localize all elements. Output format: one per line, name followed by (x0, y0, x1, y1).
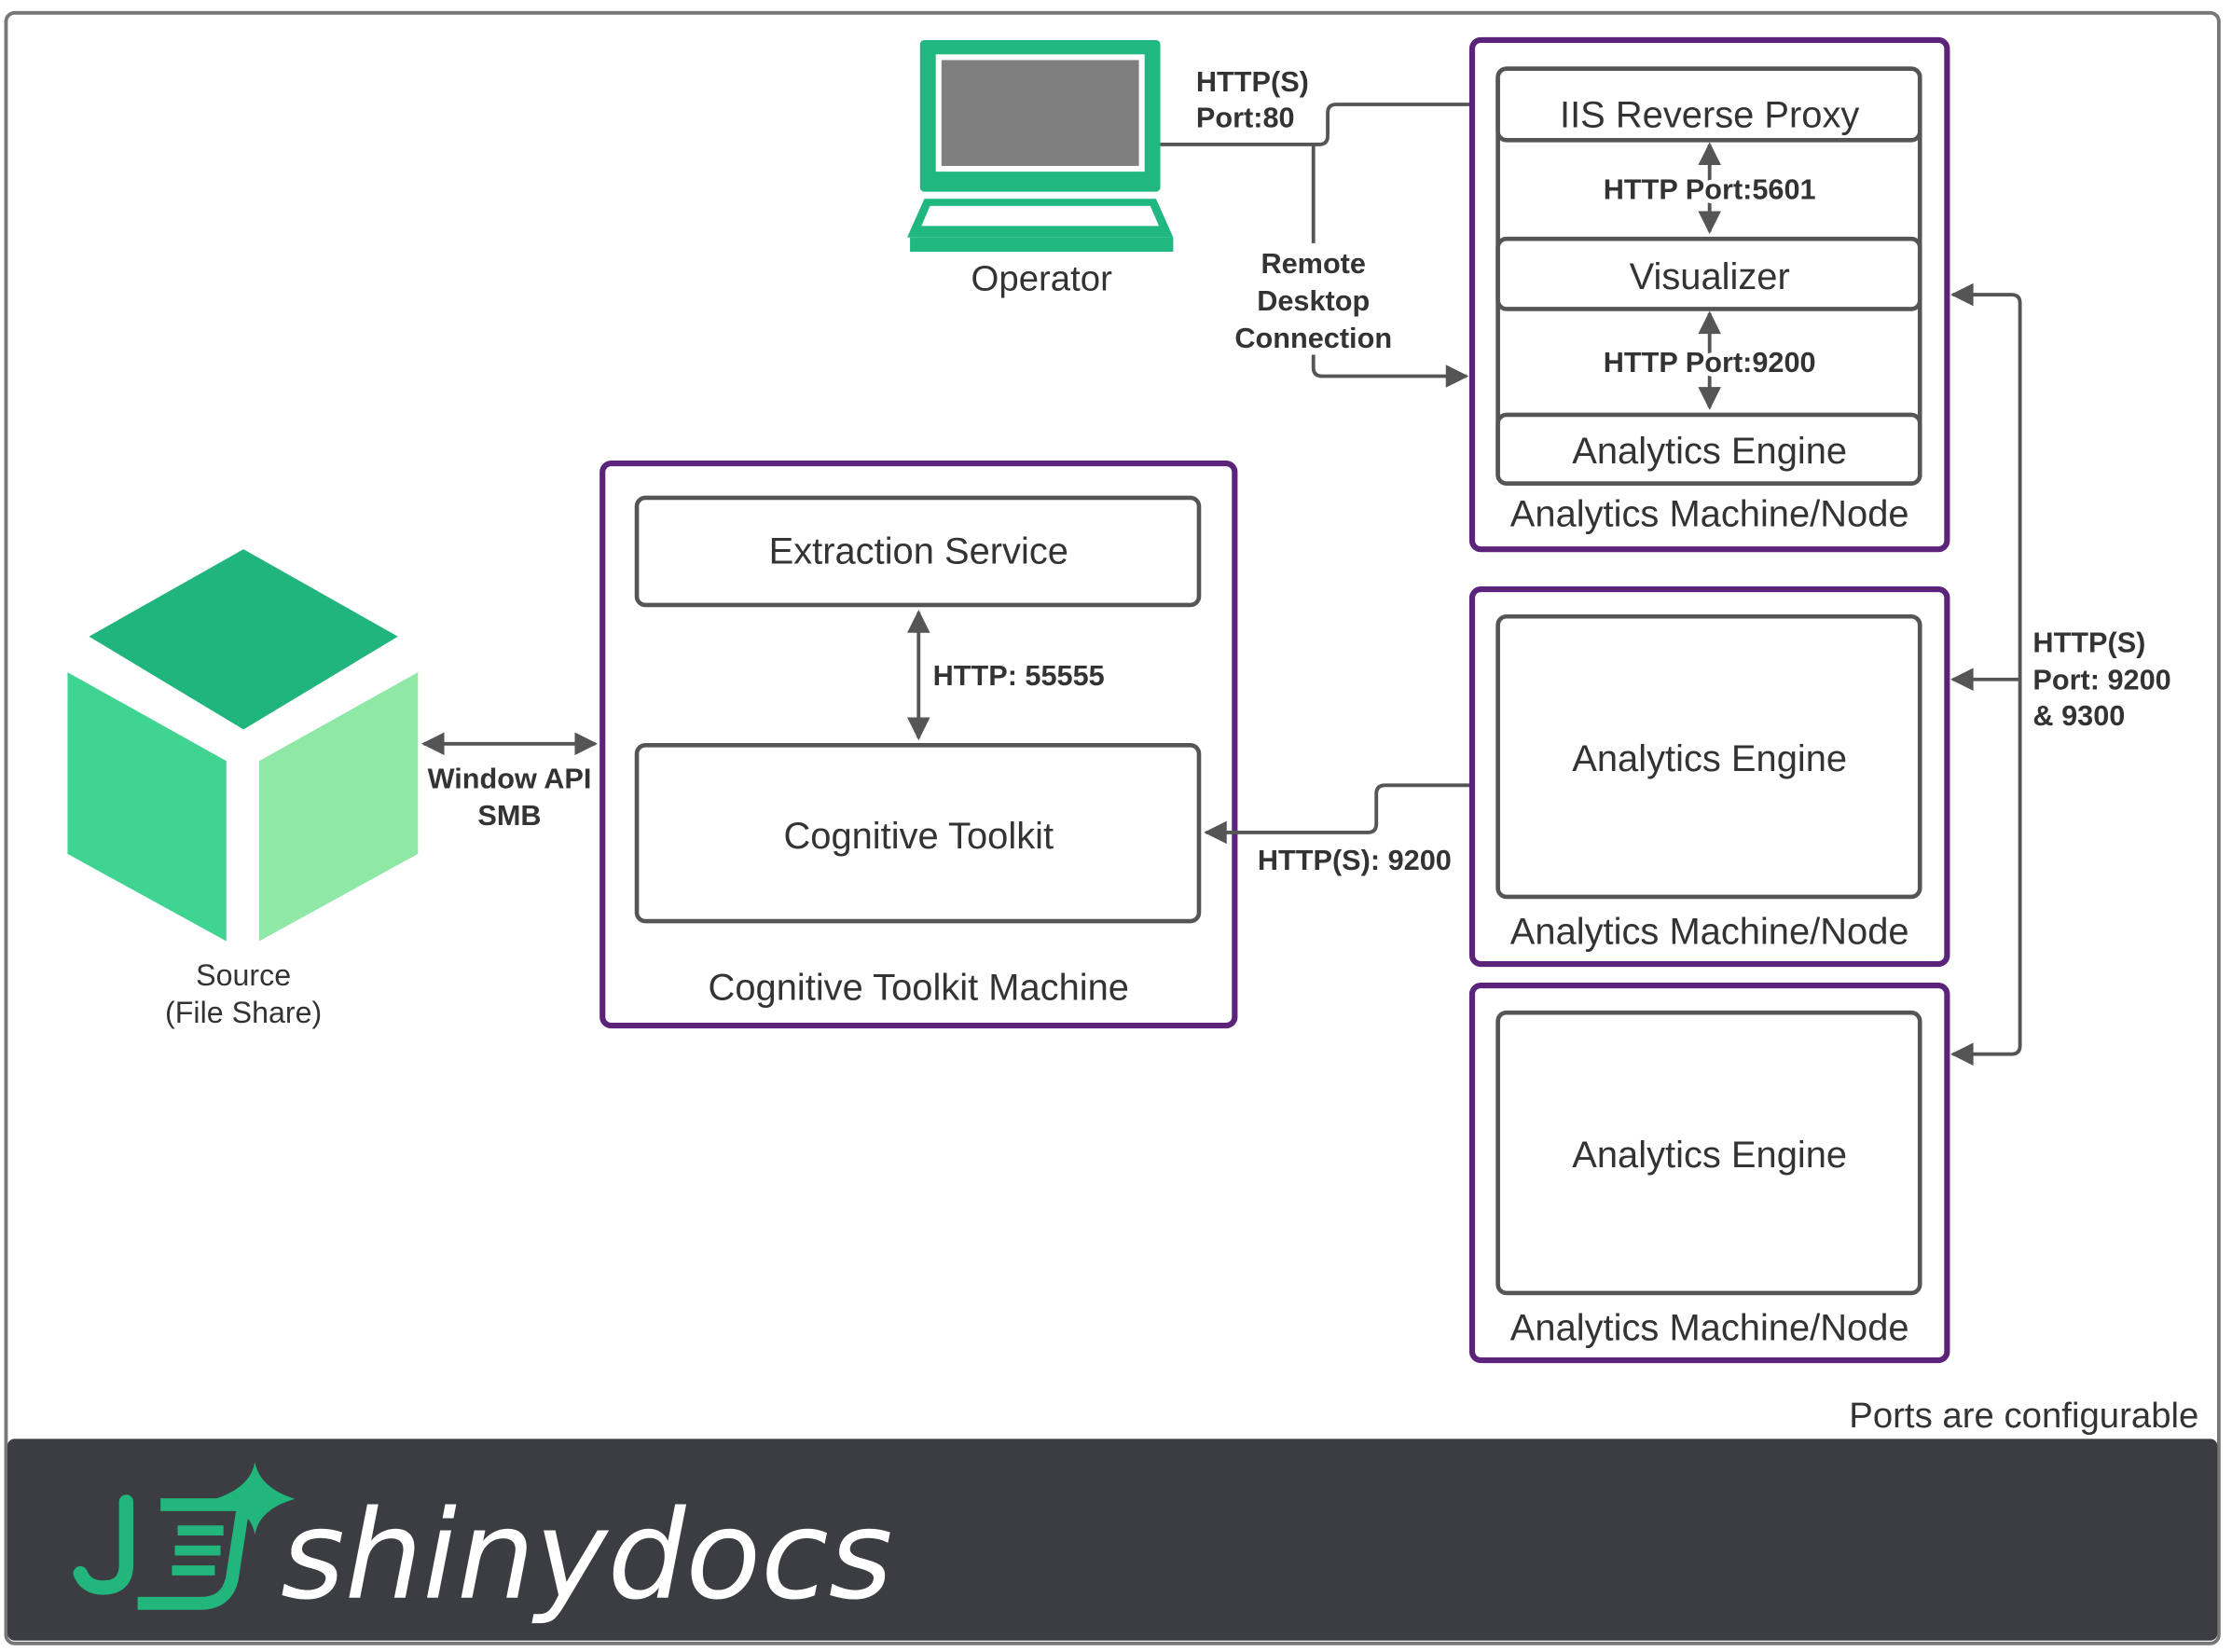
operator-proxy-arrow (1160, 92, 1495, 146)
shinydocs-logo-icon (73, 1461, 296, 1610)
node3-engine-label: Analytics Engine (1572, 1135, 1847, 1176)
visualizer-label: Visualizer (1630, 256, 1790, 297)
source-label: Source (196, 958, 291, 992)
footer-bar (7, 1439, 2218, 1641)
extraction-service-label: Extraction Service (769, 530, 1068, 571)
extraction-link-label: HTTP: 55555 (933, 659, 1105, 692)
cognitive-toolkit-label: Cognitive Toolkit (783, 816, 1054, 857)
remote-label-2: Desktop (1257, 284, 1370, 317)
node2-engine-label: Analytics Engine (1572, 738, 1847, 779)
cluster-label-2: Port: 9200 (2032, 663, 2170, 695)
node1-engine-box (1495, 412, 1922, 486)
ports-note: Ports are configurable (1849, 1396, 2198, 1436)
extraction-service-box (634, 495, 1202, 608)
cube-icon (67, 549, 419, 942)
toolkit-machine-title: Cognitive Toolkit Machine (709, 967, 1129, 1008)
laptop-icon (907, 39, 1174, 253)
visualizer-engine-label: HTTP Port:9200 (1604, 346, 1816, 379)
proxy-visualizer-label: HTTP Port:5601 (1604, 172, 1816, 205)
node2-title: Analytics Machine/Node (1510, 912, 1909, 953)
node1-engine-label: Analytics Engine (1572, 431, 1847, 472)
cluster-label-3: & 9300 (2032, 699, 2125, 732)
remote-label-1: Remote (1261, 247, 1366, 280)
operator-label: Operator (971, 258, 1113, 298)
operator-http-label-2: Port:80 (1196, 102, 1295, 134)
iis-proxy-label: IIS Reverse Proxy (1560, 95, 1859, 136)
iis-proxy-box (1495, 66, 1922, 143)
source-link-label-2: SMB (477, 799, 541, 832)
shinydocs-wordmark: shinydocs (281, 1485, 892, 1628)
node3-title: Analytics Machine/Node (1510, 1308, 1909, 1349)
toolkit-engine-arrow (1204, 774, 1495, 845)
remote-label-3: Connection (1234, 322, 1392, 354)
node2-engine-box (1495, 613, 1922, 900)
cognitive-toolkit-box (634, 743, 1202, 924)
toolkit-engine-label: HTTP(S): 9200 (1258, 844, 1452, 876)
cluster-connector (1950, 282, 2022, 1066)
source-link-label-1: Window API (428, 762, 592, 794)
operator-http-label-1: HTTP(S) (1196, 65, 1309, 98)
visualizer-box (1495, 236, 1922, 311)
source-sublabel: (File Share) (165, 996, 322, 1029)
remote-desktop-arrow-lower (1311, 354, 1469, 388)
node3-engine-box (1495, 1010, 1922, 1296)
node1-title: Analytics Machine/Node (1510, 494, 1909, 535)
cluster-label-1: HTTP(S) (2032, 626, 2145, 659)
